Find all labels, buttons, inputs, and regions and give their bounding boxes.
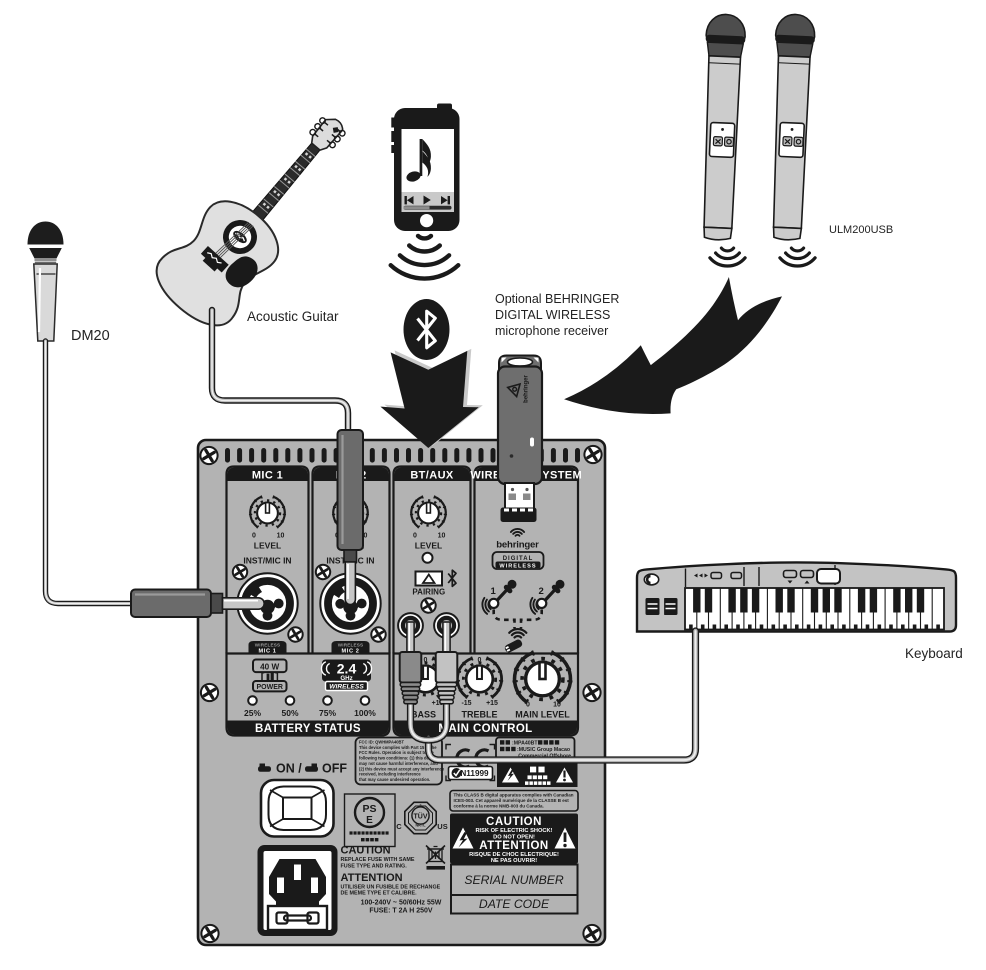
svg-text:TREBLE: TREBLE [462, 710, 498, 720]
svg-text:Optional BEHRINGER: Optional BEHRINGER [495, 292, 619, 306]
svg-text:LEVEL: LEVEL [415, 541, 442, 551]
svg-text:+15: +15 [432, 700, 444, 707]
svg-text:NRTL: NRTL [415, 824, 426, 828]
svg-text:C: C [396, 822, 402, 831]
svg-text:BASS: BASS [411, 710, 436, 720]
svg-text:WIRELESS: WIRELESS [255, 643, 281, 648]
svg-text:2.4: 2.4 [337, 661, 357, 677]
svg-text:N11999: N11999 [460, 769, 489, 778]
svg-text:RISK OF ELECTRIC SHOCK!: RISK OF ELECTRIC SHOCK! [475, 828, 552, 834]
svg-text:Keyboard: Keyboard [905, 646, 963, 661]
svg-text:POWER: POWER [256, 684, 282, 691]
svg-text:behringer: behringer [496, 540, 539, 551]
svg-text:FCC ID: QWHMPA40BT: FCC ID: QWHMPA40BT [359, 740, 404, 745]
svg-text:(2) this device must accept an: (2) this device must accept any interfer… [359, 766, 445, 771]
svg-text:0: 0 [526, 702, 530, 709]
svg-text:microphone receiver: microphone receiver [495, 324, 608, 338]
svg-text:10: 10 [553, 702, 561, 709]
svg-text::MUSIC Group Macao: :MUSIC Group Macao [517, 747, 570, 753]
svg-text:50%: 50% [281, 708, 298, 718]
svg-text:E: E [366, 815, 373, 826]
svg-text:100-240V ~ 50/60Hz 55W: 100-240V ~ 50/60Hz 55W [361, 900, 442, 907]
svg-text:75%: 75% [319, 708, 336, 718]
svg-text:may not cause harmful interfer: may not cause harmful interference, and [359, 761, 438, 766]
svg-text:1: 1 [491, 586, 497, 597]
svg-text:NE PAS OUVRIR!: NE PAS OUVRIR! [491, 858, 537, 864]
svg-text:0: 0 [424, 657, 428, 664]
svg-text:FUSE: T 2A H 250V: FUSE: T 2A H 250V [369, 908, 432, 915]
svg-text:WIRELESS: WIRELESS [329, 684, 364, 691]
svg-text:0: 0 [478, 657, 482, 664]
svg-text:SERIAL NUMBER: SERIAL NUMBER [464, 873, 564, 887]
svg-text:GHz: GHz [340, 675, 352, 682]
svg-text:ICES-003. Cet appareil numériq: ICES-003. Cet appareil numérique de la C… [454, 798, 570, 803]
svg-text:MIC 2: MIC 2 [342, 649, 360, 655]
svg-text:25%: 25% [244, 708, 261, 718]
svg-text:2: 2 [539, 586, 544, 597]
svg-text:Acoustic Guitar: Acoustic Guitar [247, 309, 339, 324]
svg-text:CAUTION: CAUTION [341, 845, 391, 857]
svg-text:-15: -15 [461, 700, 471, 707]
svg-text:BT/AUX: BT/AUX [410, 470, 454, 482]
svg-text:RISQUE DE CHOC ELECTRIQUE!: RISQUE DE CHOC ELECTRIQUE! [469, 852, 559, 858]
svg-text::MPA40BT: :MPA40BT [512, 740, 538, 746]
svg-text:DO NOT OPEN!: DO NOT OPEN! [493, 835, 535, 841]
svg-text:TÜV: TÜV [414, 812, 428, 821]
svg-text:PAIRING: PAIRING [412, 587, 445, 596]
svg-text:DIGITAL: DIGITAL [503, 556, 534, 562]
svg-text:CAUTION: CAUTION [486, 816, 542, 828]
svg-text:MAIN LEVEL: MAIN LEVEL [515, 710, 570, 720]
svg-text:This CLASS B digital apparatus: This CLASS B digital apparatus complies … [454, 793, 574, 798]
svg-text:DATE CODE: DATE CODE [479, 897, 550, 911]
svg-text:WIRELESS: WIRELESS [338, 643, 364, 648]
svg-text:ATTENTION: ATTENTION [479, 840, 548, 852]
svg-text:WIRELESS: WIRELESS [499, 563, 536, 569]
svg-text:MAIN CONTROL: MAIN CONTROL [438, 723, 532, 735]
svg-text:This device complies with Part: This device complies with Part 15 of the [359, 745, 437, 750]
svg-text:ON /: ON / [276, 762, 302, 776]
svg-text:INST/MIC IN: INST/MIC IN [243, 556, 291, 566]
svg-text:10: 10 [438, 533, 446, 540]
svg-text:FUSE TYPE AND RATING.: FUSE TYPE AND RATING. [341, 863, 408, 869]
svg-text:OFF: OFF [322, 762, 347, 776]
svg-text:received, including interferen: received, including interference [359, 772, 421, 777]
svg-text:®: ® [419, 804, 422, 808]
svg-text:DM20: DM20 [71, 328, 110, 344]
svg-text:REPLACE FUSE WITH SAME: REPLACE FUSE WITH SAME [341, 857, 415, 863]
svg-text:MIC 1: MIC 1 [252, 470, 283, 482]
svg-text:FCC Rules. Operation is subjec: FCC Rules. Operation is subject to the [359, 750, 434, 755]
svg-text:behringer: behringer [524, 375, 530, 403]
svg-text:0: 0 [252, 533, 256, 540]
svg-text:conforme à la norme NMB-003 du: conforme à la norme NMB-003 du Canada. [454, 804, 544, 809]
svg-text:UTILISER UN FUSIBLE DE RECHANG: UTILISER UN FUSIBLE DE RECHANGE [341, 884, 441, 890]
svg-text:+15: +15 [486, 700, 498, 707]
svg-text:following two conditions: (1): following two conditions: (1) this devic… [359, 756, 438, 761]
svg-text:US: US [437, 822, 447, 831]
svg-text:LEVEL: LEVEL [254, 541, 281, 551]
svg-text:BATTERY STATUS: BATTERY STATUS [255, 723, 361, 735]
svg-text:ATTENTION: ATTENTION [341, 872, 403, 884]
svg-text:DIGITAL WIRELESS: DIGITAL WIRELESS [495, 308, 610, 322]
svg-text:PS: PS [362, 803, 376, 815]
svg-text:10: 10 [277, 533, 285, 540]
svg-text:MIC 1: MIC 1 [259, 649, 277, 655]
svg-text:0: 0 [413, 533, 417, 540]
svg-text:40 W: 40 W [260, 662, 279, 671]
svg-text:ULM200USB: ULM200USB [829, 224, 893, 236]
svg-text:that may cause undesired opera: that may cause undesired operation. [359, 777, 430, 782]
svg-text:100%: 100% [354, 708, 376, 718]
svg-text:DE MEME TYPE ET CALIBRE.: DE MEME TYPE ET CALIBRE. [341, 891, 418, 897]
